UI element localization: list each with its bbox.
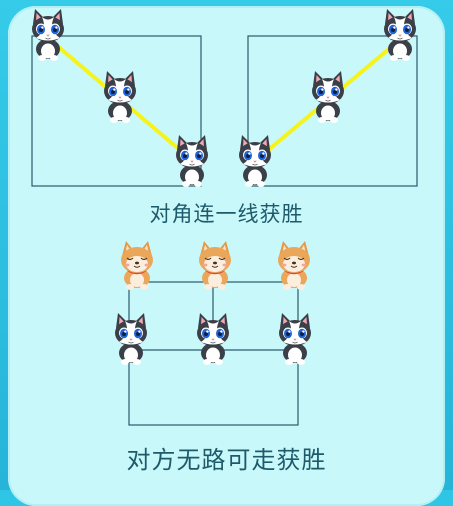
cat-piece [311,70,345,124]
cat-piece [238,134,272,188]
rule-blocked-caption: 对方无路可走获胜 [126,446,327,474]
cat-piece [114,312,148,366]
rules-illustration [31,8,418,426]
cat-piece [175,134,209,188]
dog-piece [119,239,155,292]
board-right [238,8,418,188]
dog-piece [276,239,312,292]
cat-piece [31,8,65,62]
board-blocked [114,239,312,426]
cat-piece [278,312,312,366]
board-left [31,8,209,188]
cat-piece [383,8,417,62]
dog-piece [197,239,233,292]
cat-piece [103,70,137,124]
cat-piece [196,312,230,366]
rule-diagonal-caption: 对角连一线获胜 [149,202,304,226]
